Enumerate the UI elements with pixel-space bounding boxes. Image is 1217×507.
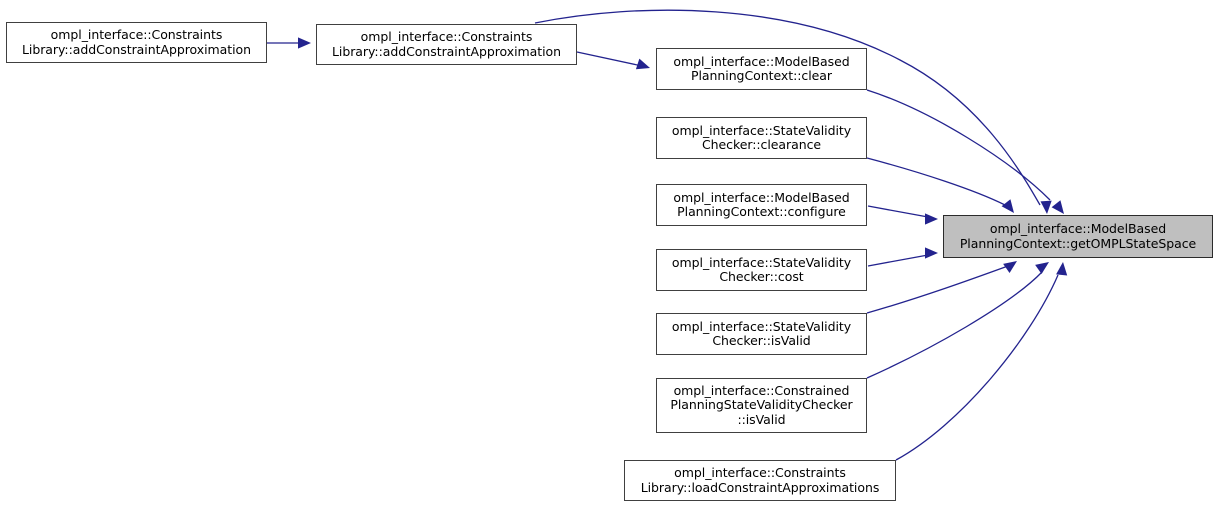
arrowhead-getOMPLStateSpace bbox=[1040, 200, 1052, 214]
node-label-cost: ompl_interface::StateValidity Checker::c… bbox=[671, 254, 852, 284]
node-addConstraintApproximation[interactable]: ompl_interface::Constraints Library::add… bbox=[316, 24, 577, 65]
arrowhead-getOMPLStateSpace bbox=[1056, 262, 1068, 276]
edge-cost-to-getOMPLStateSpace bbox=[867, 254, 929, 267]
node-configure[interactable]: ompl_interface::ModelBased PlanningConte… bbox=[656, 184, 867, 226]
edge-addConstraintApproximation-to-getOMPLStateSpace bbox=[534, 9, 1041, 206]
edge-isValid-to-getOMPLStateSpace bbox=[866, 265, 1009, 314]
node-label-addConstraintApproximation_caller: ompl_interface::Constraints Library::add… bbox=[21, 27, 251, 57]
node-label-clearance: ompl_interface::StateValidity Checker::c… bbox=[671, 122, 852, 152]
edge-clear-to-getOMPLStateSpace bbox=[866, 89, 1051, 201]
node-clear[interactable]: ompl_interface::ModelBased PlanningConte… bbox=[656, 48, 867, 90]
arrowhead-getOMPLStateSpace bbox=[1003, 261, 1017, 274]
arrowhead-getOMPLStateSpace bbox=[1051, 200, 1064, 214]
edge-configure-to-getOMPLStateSpace bbox=[867, 205, 929, 218]
arrowhead-getOMPLStateSpace bbox=[1001, 199, 1014, 213]
edge-loadConstraintApproximations-to-getOMPLStateSpace bbox=[895, 274, 1059, 461]
arrowhead-getOMPLStateSpace bbox=[1035, 262, 1049, 275]
arrowhead-clear bbox=[635, 58, 650, 70]
edge-addConstraintApproximation-to-clear bbox=[576, 51, 643, 67]
node-label-clear: ompl_interface::ModelBased PlanningConte… bbox=[673, 53, 850, 83]
edge-clearance-to-getOMPLStateSpace bbox=[866, 157, 1006, 206]
node-label-configure: ompl_interface::ModelBased PlanningConte… bbox=[673, 189, 850, 219]
arrowhead-addConstraintApproximation bbox=[298, 37, 311, 49]
node-label-isValid: ompl_interface::StateValidity Checker::i… bbox=[671, 318, 852, 348]
node-clearance[interactable]: ompl_interface::StateValidity Checker::c… bbox=[656, 117, 867, 159]
node-label-getOMPLStateSpace: ompl_interface::ModelBased PlanningConte… bbox=[959, 221, 1197, 251]
node-label-constrained_isValid: ompl_interface::Constrained PlanningStat… bbox=[670, 382, 853, 427]
node-loadConstraintApproximations[interactable]: ompl_interface::Constraints Library::loa… bbox=[624, 460, 896, 501]
node-label-addConstraintApproximation: ompl_interface::Constraints Library::add… bbox=[331, 29, 561, 59]
node-isValid[interactable]: ompl_interface::StateValidity Checker::i… bbox=[656, 313, 867, 355]
node-getOMPLStateSpace[interactable]: ompl_interface::ModelBased PlanningConte… bbox=[943, 215, 1213, 258]
edge-constrained_isValid-to-getOMPLStateSpace bbox=[866, 271, 1043, 379]
node-cost[interactable]: ompl_interface::StateValidity Checker::c… bbox=[656, 249, 867, 291]
node-constrained_isValid[interactable]: ompl_interface::Constrained PlanningStat… bbox=[656, 378, 867, 433]
node-addConstraintApproximation_caller[interactable]: ompl_interface::Constraints Library::add… bbox=[6, 22, 267, 63]
arrowhead-getOMPLStateSpace bbox=[925, 247, 938, 259]
node-label-loadConstraintApproximations: ompl_interface::Constraints Library::loa… bbox=[640, 465, 880, 495]
arrowhead-getOMPLStateSpace bbox=[925, 213, 938, 225]
